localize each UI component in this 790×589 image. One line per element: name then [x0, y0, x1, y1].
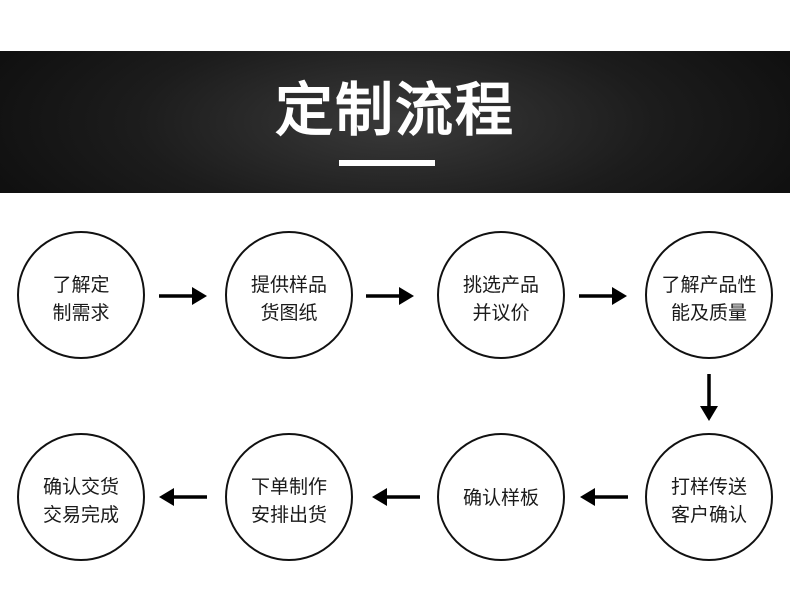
step-node-2: 提供样品 货图纸 — [225, 231, 353, 359]
step-7-line-2: 安排出货 — [251, 504, 327, 526]
step-3-line-2: 并议价 — [472, 302, 529, 324]
step-node-3: 挑选产品 并议价 — [437, 231, 565, 359]
step-8-line-2: 交易完成 — [43, 504, 119, 526]
arrow-right-1-to-2 — [159, 287, 207, 305]
step-5-line-2: 客户确认 — [671, 504, 747, 526]
step-4-line-1: 了解产品性 — [661, 274, 756, 296]
step-7-line-1: 下单制作 — [251, 476, 327, 498]
arrow-right-3-to-4 — [579, 287, 627, 305]
arrow-left-6-to-7 — [372, 488, 420, 506]
step-3-line-1: 挑选产品 — [463, 274, 539, 296]
step-5-line-1: 打样传送 — [671, 476, 747, 498]
step-node-8: 确认交货 交易完成 — [17, 433, 145, 561]
header-banner — [0, 51, 790, 193]
arrow-left-7-to-8 — [159, 488, 207, 506]
step-1-line-2: 制需求 — [52, 302, 109, 324]
step-2-line-2: 货图纸 — [260, 302, 317, 324]
step-node-5: 打样传送 客户确认 — [645, 433, 773, 561]
arrow-left-5-to-6 — [580, 488, 628, 506]
page-title: 定制流程 — [274, 76, 515, 144]
arrow-right-2-to-3 — [366, 287, 414, 305]
step-4-line-2: 能及质量 — [671, 302, 747, 324]
arrow-down-4-to-5 — [700, 374, 718, 421]
step-8-line-1: 确认交货 — [43, 476, 119, 498]
step-node-7: 下单制作 安排出货 — [225, 433, 353, 561]
step-6-line-1: 确认样板 — [463, 487, 539, 509]
step-1-line-1: 了解定 — [52, 274, 109, 296]
step-node-4: 了解产品性 能及质量 — [645, 231, 773, 359]
title-underline — [339, 160, 435, 166]
step-2-line-1: 提供样品 — [251, 274, 327, 296]
step-node-1: 了解定 制需求 — [17, 231, 145, 359]
step-node-6: 确认样板 — [437, 433, 565, 561]
